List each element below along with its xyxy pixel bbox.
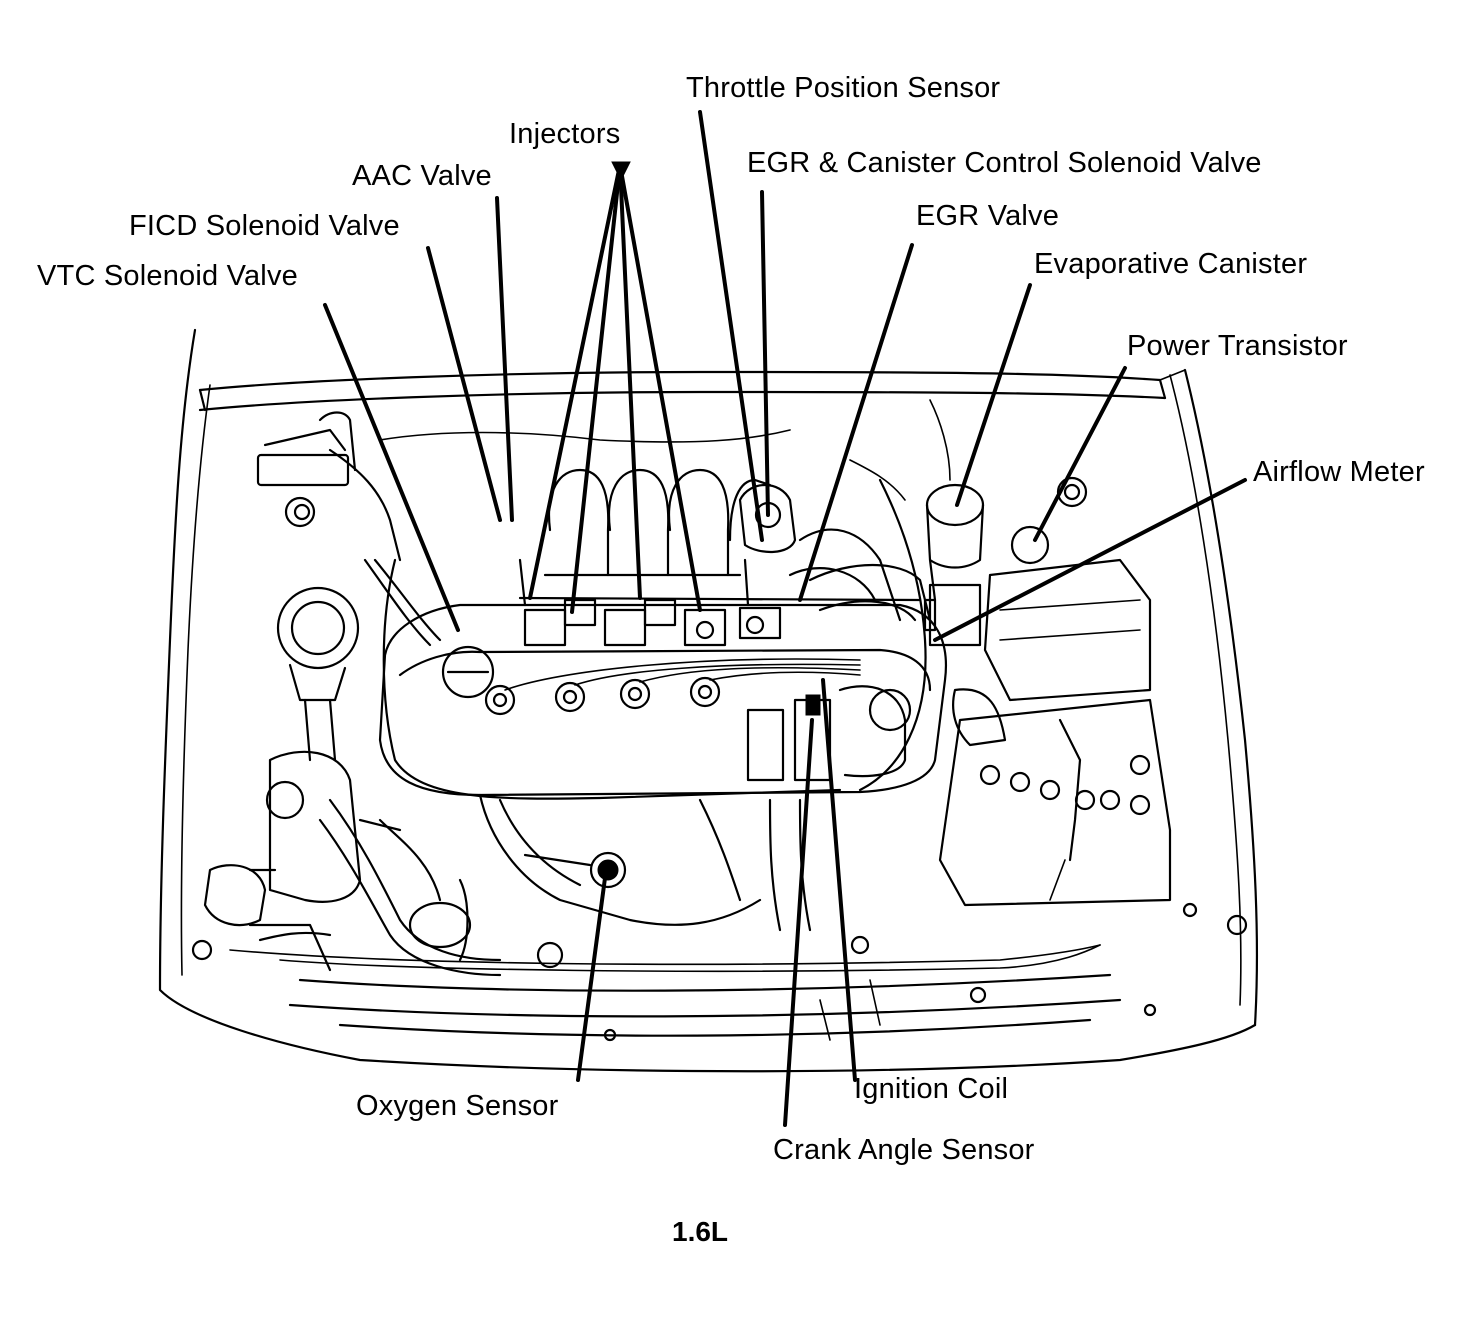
label-oxygen-sensor: Oxygen Sensor — [356, 1090, 559, 1122]
label-evaporative-canister: Evaporative Canister — [1034, 248, 1308, 280]
leader-airflow-meter — [933, 478, 1247, 642]
leader-aac-valve — [495, 196, 514, 522]
leader-lines — [323, 110, 1247, 1127]
leader-evaporative-canister — [955, 283, 1032, 507]
leader-power-transistor — [1033, 366, 1127, 542]
label-crank-angle-sensor: Crank Angle Sensor — [773, 1134, 1035, 1166]
label-power-transistor: Power Transistor — [1127, 330, 1348, 362]
leader-oxygen-sensor — [576, 876, 607, 1082]
engine-block — [279, 399, 1172, 1041]
leader-egr-canister-valve — [760, 190, 770, 517]
label-ignition-coil: Ignition Coil — [854, 1073, 1009, 1105]
label-vtc-solenoid-valve: VTC Solenoid Valve — [37, 260, 298, 292]
leader-injectors-3 — [618, 163, 642, 600]
leader-vtc-solenoid-valve — [323, 303, 460, 632]
label-aac-valve: AAC Valve — [352, 160, 492, 192]
label-injectors: Injectors — [509, 118, 621, 150]
leader-injectors-4 — [618, 163, 702, 612]
label-airflow-meter: Airflow Meter — [1253, 456, 1425, 488]
left-components — [203, 411, 502, 977]
leader-injectors-2 — [570, 163, 622, 614]
label-egr-canister-valve: EGR & Canister Control Solenoid Valve — [747, 147, 1262, 179]
leader-throttle-position-sensor — [698, 110, 764, 542]
leader-ficd-solenoid-valve — [426, 246, 502, 522]
label-egr-valve: EGR Valve — [916, 200, 1060, 232]
engine-caption: 1.6L — [672, 1216, 729, 1247]
label-throttle-position-sensor: Throttle Position Sensor — [686, 72, 1001, 104]
leader-injectors — [528, 163, 622, 600]
engine-bay-outline — [158, 328, 1259, 1073]
label-ficd-solenoid-valve: FICD Solenoid Valve — [129, 210, 400, 242]
leader-egr-valve — [798, 243, 914, 602]
leader-ignition-coil — [821, 678, 857, 1082]
leader-crank-angle-sensor — [783, 718, 814, 1127]
